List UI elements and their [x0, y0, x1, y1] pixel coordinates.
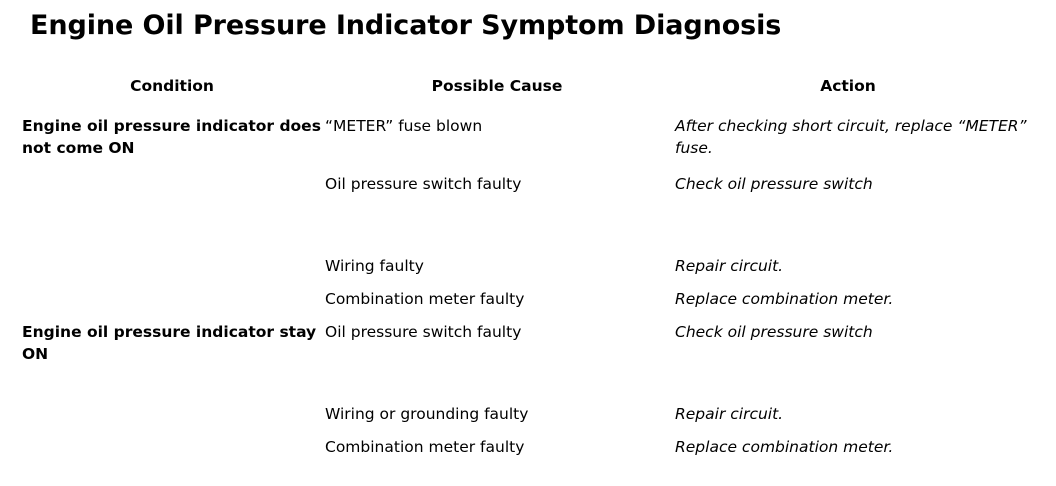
cause-cell-1: “METER” fuse blown: [325, 117, 483, 135]
column-header-condition: Condition: [130, 77, 214, 95]
action-cell-5: Check oil pressure switch: [675, 323, 873, 341]
cause-cell-6: Wiring or grounding faulty: [325, 405, 529, 423]
cause-cell-7: Combination meter faulty: [325, 438, 525, 456]
condition-cell-1: Engine oil pressure indicator does not c…: [22, 117, 321, 157]
page-title: Engine Oil Pressure Indicator Symptom Di…: [30, 10, 782, 41]
condition-cell-2: Engine oil pressure indicator stay ON: [22, 323, 317, 363]
cause-cell-2: Oil pressure switch faulty: [325, 175, 522, 193]
action-cell-1: After checking short circuit, replace “M…: [675, 117, 1027, 157]
action-cell-7: Replace combination meter.: [675, 438, 894, 456]
cause-cell-3: Wiring faulty: [325, 257, 424, 275]
action-cell-6: Repair circuit.: [675, 405, 784, 423]
action-cell-2: Check oil pressure switch: [675, 175, 873, 193]
column-header-possible-cause: Possible Cause: [431, 77, 563, 95]
column-header-action: Action: [820, 77, 876, 95]
cause-cell-4: Combination meter faulty: [325, 290, 525, 308]
action-cell-4: Replace combination meter.: [675, 290, 894, 308]
cause-cell-5: Oil pressure switch faulty: [325, 323, 522, 341]
action-cell-3: Repair circuit.: [675, 257, 784, 275]
